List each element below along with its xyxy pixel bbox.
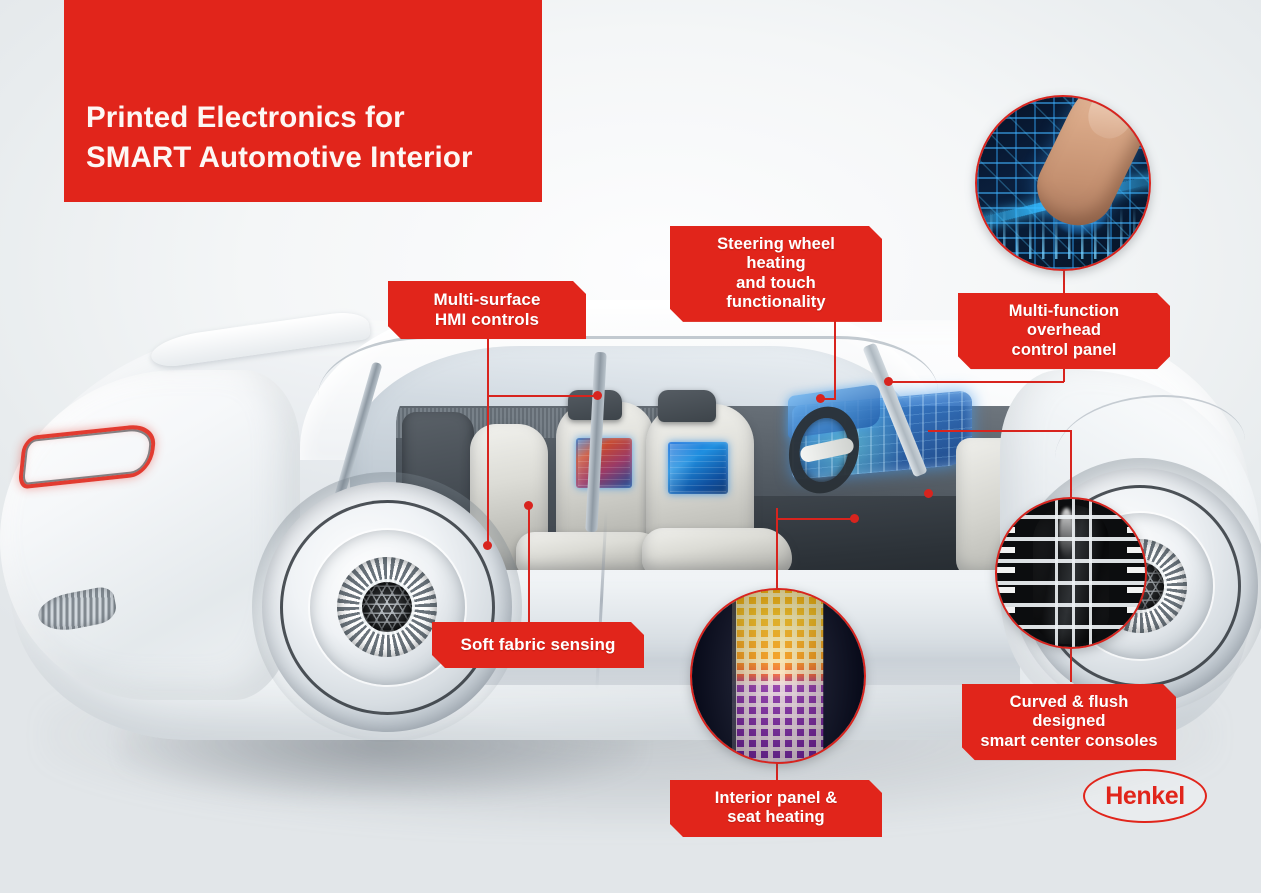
rear-wheel: [262, 482, 512, 732]
headrest-front-passenger: [658, 390, 716, 422]
panel-edge-left: [731, 590, 736, 762]
seat-heating-thermal-inset: [690, 588, 866, 764]
callout-multi-surface-hmi-line1: Multi-surface: [433, 290, 541, 309]
seat-cushion-rear: [516, 532, 666, 576]
seatback-screen-left: [576, 438, 632, 488]
leader-dot-overhead: [884, 377, 893, 386]
printed-trace-tips: [997, 499, 1145, 647]
leader-dot-steering: [816, 394, 825, 403]
page-title: Printed Electronics for SMART Automotive…: [86, 98, 528, 177]
leader-line-console-top: [1070, 430, 1072, 500]
callout-seat-heating-line2: seat heating: [727, 808, 825, 827]
leader-line-multi-surface-branch: [487, 395, 597, 397]
thermal-curvature-shading: [692, 590, 864, 762]
callout-steering-wheel-line1: Steering wheel heating: [717, 235, 835, 273]
leader-line-overhead-top: [1063, 270, 1065, 294]
leader-line-steering: [834, 272, 836, 400]
callout-soft-fabric[interactable]: Soft fabric sensing: [432, 622, 644, 668]
center-console-inset: [995, 497, 1147, 649]
leader-line-console-bottom: [1070, 647, 1072, 682]
title-line-2: SMART Automotive Interior: [86, 140, 473, 174]
seat-cushion-front: [642, 528, 792, 576]
leader-line-seat-heating-branch: [776, 518, 854, 520]
panel-edge-right: [822, 590, 827, 762]
leader-dot-multi-surface: [593, 391, 602, 400]
henkel-oval-icon: [1083, 769, 1207, 823]
callout-center-consoles-line1: Curved & flush designed: [1009, 693, 1129, 731]
callout-seat-heating-line1: Interior panel &: [714, 789, 838, 807]
leader-line-console-branch: [928, 430, 1072, 432]
callout-steering-wheel[interactable]: Steering wheel heating and touch functio…: [670, 226, 882, 322]
title-line-1: Printed Electronics for: [86, 101, 405, 134]
leader-dot-soft-fabric: [524, 501, 533, 510]
leader-line-steering-branch: [822, 398, 836, 400]
leader-dot-console: [924, 489, 933, 498]
circuit-board-image: [977, 97, 1149, 269]
touch-circuit-inset: [975, 95, 1151, 271]
leader-line-soft-fabric: [528, 505, 530, 625]
callout-overhead-panel-line1: Multi-function overhead: [1008, 302, 1120, 340]
leader-line-overhead-branch: [888, 381, 1064, 383]
henkel-wordmark: Henkel: [1105, 781, 1185, 810]
henkel-logo: Henkel: [1083, 769, 1207, 823]
heating-element-grid: [731, 590, 825, 762]
hood-crease: [1055, 395, 1245, 475]
leader-line-seat-heating-upper: [776, 508, 778, 592]
callout-overhead-panel-line2: control panel: [1011, 340, 1117, 359]
leader-dot-seat-heating: [850, 514, 859, 523]
callout-steering-wheel-line2: and touch functionality: [726, 273, 826, 312]
callout-multi-surface-hmi-line2: HMI controls: [434, 310, 540, 330]
title-block: Printed Electronics for SMART Automotive…: [64, 0, 542, 202]
thermal-image: [692, 590, 864, 762]
console-photo: [997, 499, 1145, 647]
callout-seat-heating[interactable]: Interior panel & seat heating: [670, 780, 882, 837]
seatback-screen-right: [668, 442, 728, 494]
roof-edge-line: [318, 336, 938, 396]
leader-line-multi-surface: [487, 330, 489, 545]
callout-center-consoles-line2: smart center consoles: [980, 731, 1158, 750]
fingernail: [1080, 97, 1144, 147]
callout-multi-surface-hmi[interactable]: Multi-surface HMI controls: [388, 281, 586, 339]
car-rear-section: [0, 370, 300, 700]
callout-overhead-panel[interactable]: Multi-function overhead control panel: [958, 293, 1170, 369]
leader-dot-multi-surface-lower: [483, 541, 492, 550]
leader-line-seat-heating-lower: [776, 760, 778, 782]
callout-soft-fabric-line1: Soft fabric sensing: [460, 635, 616, 654]
callout-center-consoles[interactable]: Curved & flush designed smart center con…: [962, 684, 1176, 760]
